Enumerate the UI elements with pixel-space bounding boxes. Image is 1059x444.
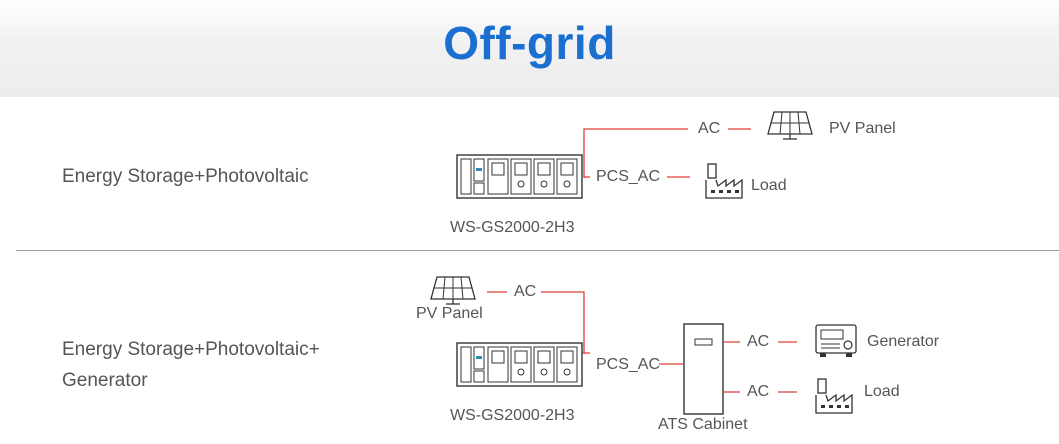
load-factory-icon bbox=[705, 163, 743, 199]
row2-ac-pv-label: AC bbox=[514, 283, 537, 300]
row-divider bbox=[16, 250, 1059, 251]
solar-panel-icon bbox=[767, 111, 813, 140]
ats-cabinet-icon bbox=[683, 323, 724, 415]
row2-device-label: WS-GS2000-2H3 bbox=[450, 407, 575, 424]
solar-panel-icon bbox=[430, 276, 476, 305]
row1-pv-label: PV Panel bbox=[829, 120, 896, 137]
header-band bbox=[0, 0, 1059, 97]
row2-pcs-label: PCS_AC bbox=[596, 356, 661, 373]
page-title: Off-grid bbox=[443, 17, 616, 69]
row2-label-line1: Energy Storage+Photovoltaic+ bbox=[62, 339, 320, 360]
row2-pv-label: PV Panel bbox=[416, 305, 483, 322]
row2-ac-gen-label: AC bbox=[747, 333, 770, 350]
row1-label: Energy Storage+Photovoltaic bbox=[62, 166, 309, 187]
row1-load-label: Load bbox=[751, 177, 787, 194]
generator-icon bbox=[815, 324, 857, 358]
row1-pcs-label: PCS_AC bbox=[596, 168, 661, 185]
row2-ac-load-label: AC bbox=[747, 383, 770, 400]
ess-unit-row1 bbox=[456, 154, 583, 199]
row2-load-label: Load bbox=[864, 383, 900, 400]
connector-row1-ac bbox=[583, 128, 688, 178]
ess-unit-row2 bbox=[456, 342, 583, 387]
row2-ats-label: ATS Cabinet bbox=[658, 416, 748, 433]
row1-device-label: WS-GS2000-2H3 bbox=[450, 219, 575, 236]
row2-label-line2: Generator bbox=[62, 370, 148, 391]
load-factory-icon bbox=[815, 378, 853, 414]
row2-generator-label: Generator bbox=[867, 333, 940, 350]
row1-ac-label: AC bbox=[698, 120, 721, 137]
